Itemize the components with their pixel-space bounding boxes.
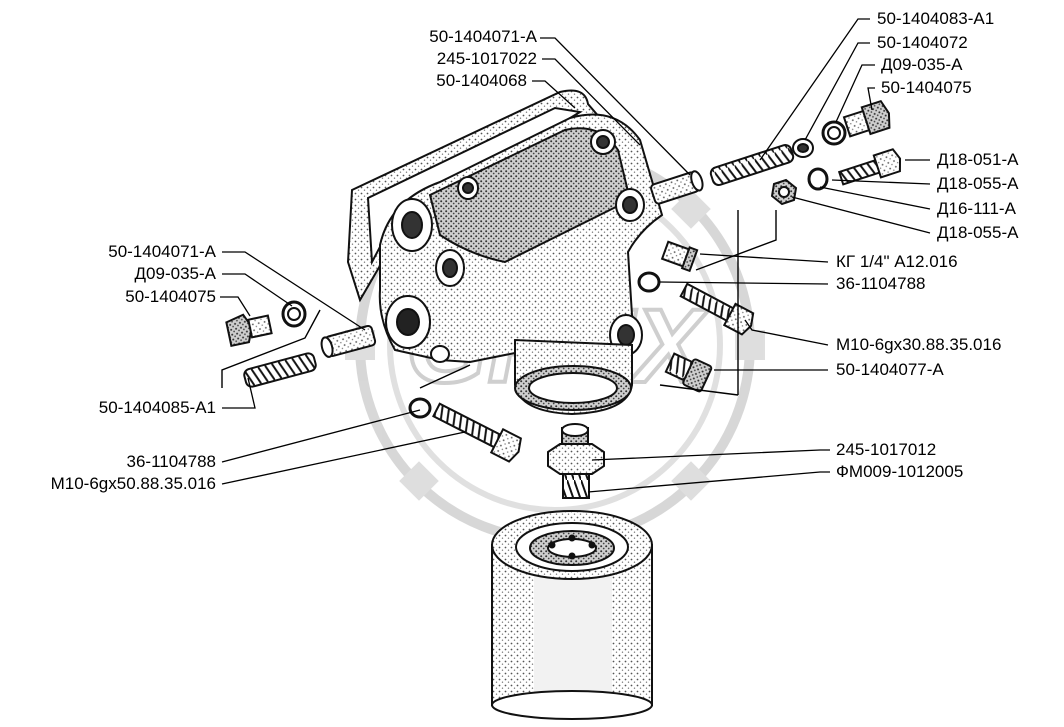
right-valve-parts (637, 99, 902, 393)
left-valve-parts (225, 300, 605, 499)
label-oil-filter: ФМ009-1012005 (836, 462, 964, 481)
label-nut-d16: Д16-111-А (937, 199, 1016, 218)
label-washer-bottom: 36-1104788 (126, 452, 217, 471)
label-bolt-m10x30: М10-6gх30.88.35.016 (836, 335, 1002, 354)
oil-filter (491, 510, 653, 720)
label-ring-left: Д09-035-А (134, 264, 216, 283)
filter-housing (346, 89, 664, 416)
assembly-guide-lines (221, 210, 777, 396)
label-adapter-bottom: 245-1017012 (836, 440, 937, 459)
label-plunger-left: 50-1404071-А (108, 242, 216, 261)
label-fitting-kg: КГ 1/4" А12.016 (836, 252, 958, 271)
label-bolt-m10x50: М10-6gх50.88.35.016 (50, 474, 216, 493)
label-plug-top: 50-1404075 (881, 78, 972, 97)
label-adapter-top: 245-1017022 (436, 49, 537, 68)
label-spring-top: 50-1404083-А1 (877, 9, 995, 28)
label-washer-d18-b: Д18-055-А (937, 223, 1019, 242)
label-ring-top: Д09-035-А (881, 55, 963, 74)
label-washer-d18-a: Д18-055-А (937, 174, 1019, 193)
label-washer-top: 50-1404072 (877, 33, 968, 52)
label-plunger-top: 50-1404071-А (429, 27, 537, 46)
label-washer-right: 36-1104788 (836, 274, 926, 293)
label-spring-left: 50-1404085-А1 (98, 398, 216, 417)
label-bolt-d18: Д18-051-А (937, 150, 1019, 169)
label-plug-left: 50-1404075 (125, 287, 216, 306)
label-plug-right: 50-1404077-А (836, 360, 944, 379)
label-gasket: 50-1404068 (436, 71, 527, 90)
leader-lines (220, 18, 931, 493)
